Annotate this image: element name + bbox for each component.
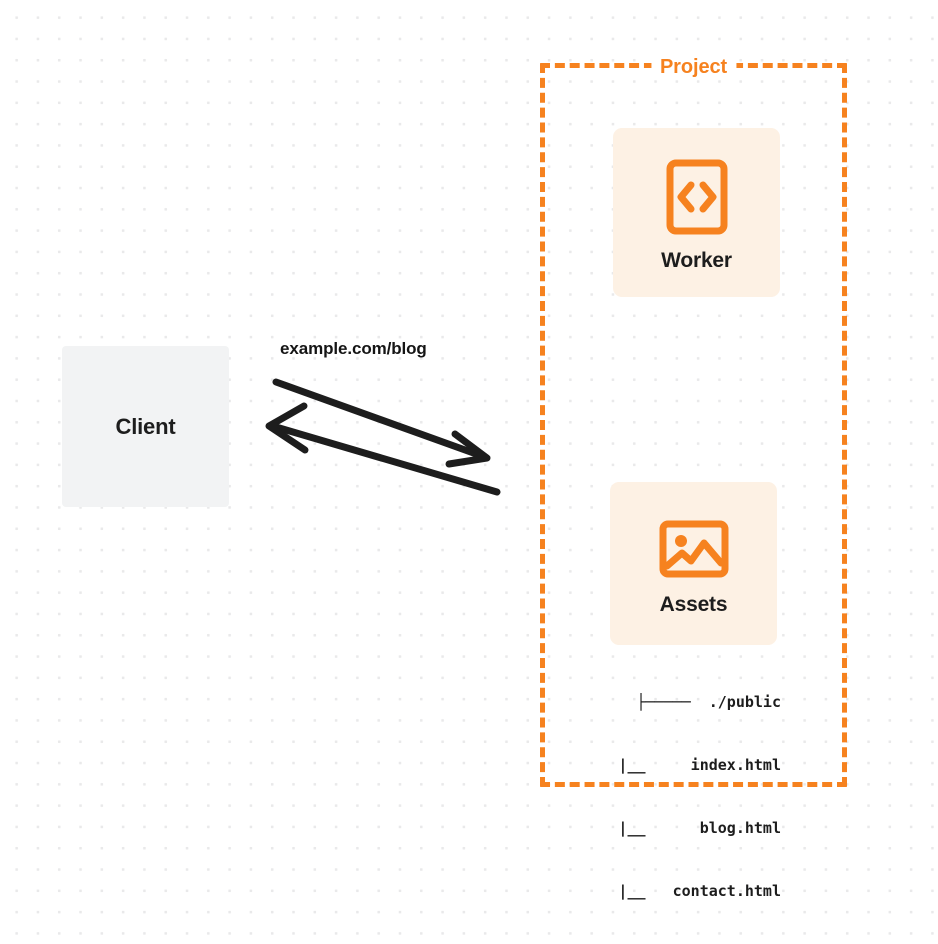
- client-node[interactable]: Client: [62, 346, 229, 507]
- project-container: Project: [540, 56, 847, 787]
- request-arrow: [272, 378, 491, 468]
- file-tree-line: ├───── ./public: [636, 693, 782, 711]
- project-label: Project: [650, 56, 737, 78]
- assets-node[interactable]: Assets: [610, 482, 777, 645]
- edge-label-url: example.com/blog: [280, 339, 427, 358]
- worker-node-label: Worker: [661, 248, 732, 272]
- client-node-label: Client: [115, 413, 176, 439]
- image-icon: [659, 519, 729, 579]
- worker-node[interactable]: Worker: [613, 128, 780, 297]
- file-tree-line: |__ index.html: [582, 756, 781, 774]
- code-file-icon: [666, 159, 728, 235]
- assets-file-tree: ├───── ./public |__ index.html |__ blog.…: [560, 650, 781, 944]
- response-arrow: [265, 402, 501, 496]
- diagram-canvas: Project Worker Assets ├───── ./public |_…: [62, 56, 847, 900]
- file-tree-line: |__ blog.html: [582, 819, 781, 837]
- file-tree-line: |__ contact.html: [582, 882, 781, 900]
- assets-node-label: Assets: [659, 592, 728, 616]
